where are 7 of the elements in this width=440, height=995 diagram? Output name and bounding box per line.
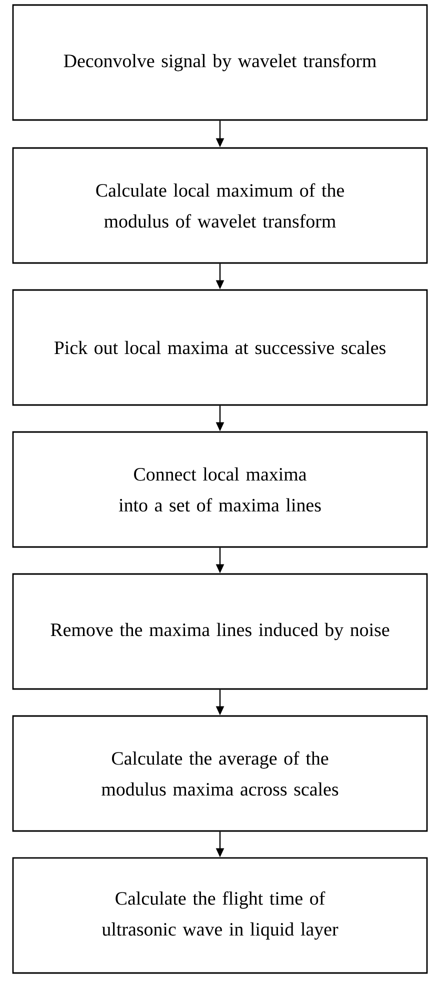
process-box: Pick out local maxima at successive scales [12,289,428,406]
process-box: Calculate the average of the modulus maxima across scales [12,715,428,832]
process-box: Calculate the flight time of ultrasonic wave in liquid layer [12,857,428,974]
process-box: Connect local maxima into a set of maxima lines [12,431,428,548]
process-box: Deconvolve signal by wavelet transform [12,4,428,121]
process-box: Remove the maxima lines induced by noise [12,573,428,690]
process-box: Calculate local maximum of the modulus of wavelet transform [12,147,428,264]
